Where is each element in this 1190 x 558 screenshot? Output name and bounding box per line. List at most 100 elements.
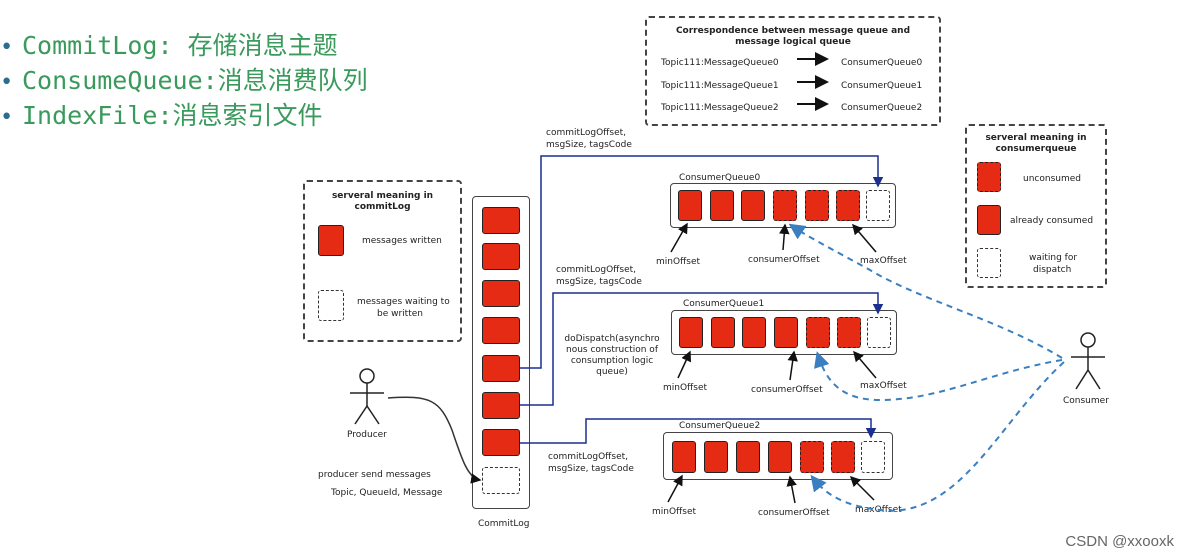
queue1-consumeroffset-label: consumerOffset <box>751 385 823 395</box>
queue0-consumed-item <box>710 190 734 221</box>
bullet-dot-icon: • <box>0 105 14 130</box>
queue1-consumed-item <box>711 317 735 348</box>
queue2-consumeroffset-label: consumerOffset <box>758 508 830 518</box>
dispatch-text: doDispatch(asynchro nous construction of… <box>564 334 660 377</box>
commitlog-message <box>482 429 520 456</box>
dispatch-line-queue1 <box>520 292 884 406</box>
queue0-unconsumed-item <box>836 190 860 221</box>
queue2-consumeroffset-arrow <box>786 475 797 504</box>
queue2-consumed-item <box>672 441 696 473</box>
queue1-consumed-item <box>774 317 798 348</box>
commitlog-label: CommitLog <box>478 519 530 529</box>
corr-from-1: Topic111:MessageQueue1 <box>661 81 779 91</box>
commitlog-message <box>482 243 520 270</box>
queue1-consumed-item <box>742 317 766 348</box>
queue2-info-2: msgSize, tagsCode <box>548 464 634 474</box>
commitlog-legend-title-1: serveral meaning in <box>331 191 434 201</box>
queue1-unconsumed-item <box>806 317 830 348</box>
queue0-unconsumed-item <box>773 190 797 221</box>
correspondence-title-2: message logical queue <box>735 37 851 47</box>
queue2-consumed-item <box>736 441 760 473</box>
cq-legend-title-2: consumerqueue <box>995 144 1077 154</box>
bullet-commitlog: •CommitLog: 存储消息主题 <box>0 31 338 60</box>
queue2-minoffset-label: minOffset <box>652 507 697 517</box>
commitlog-message <box>482 355 520 382</box>
cq-legend-waiting-label-2: dispatch <box>1033 265 1072 275</box>
queue2-info-1: commitLogOffset, <box>548 452 628 462</box>
corr-to-2: ConsumerQueue2 <box>841 103 923 113</box>
queue1-minoffset-arrow <box>677 350 691 379</box>
queue1-minoffset-label: minOffset <box>663 383 708 393</box>
bullet-consumequeue: •ConsumeQueue:消息消费队列 <box>0 66 368 95</box>
queue1-info-1: commitLogOffset, <box>556 265 636 275</box>
queue2-consumed-item <box>704 441 728 473</box>
legend-waiting-label-1: messages waiting to <box>357 297 450 307</box>
cq-legend-unconsumed-swatch <box>977 162 1001 192</box>
commitlog-message <box>482 392 520 419</box>
queue2-waiting-slot <box>861 441 885 473</box>
cq-legend-title-1: serveral meaning in <box>985 133 1087 143</box>
correspondence-box: Correspondence between message queue and… <box>645 16 941 126</box>
queue2-unconsumed-item <box>800 441 824 473</box>
queue0-waiting-slot <box>866 190 890 221</box>
queue0-minoffset-label: minOffset <box>656 257 701 267</box>
queue2-maxoffset-arrow <box>849 475 875 501</box>
bullet-indexfile: •IndexFile:消息索引文件 <box>0 101 323 130</box>
commitlog-message <box>482 280 520 307</box>
producer-send-2: Topic, QueueId, Message <box>331 488 443 498</box>
cq-legend-consumed-swatch <box>977 205 1001 235</box>
legend-waiting-swatch <box>318 290 344 321</box>
corr-from-0: Topic111:MessageQueue0 <box>661 58 779 68</box>
commitlog-pending-slot <box>482 467 520 494</box>
commitlog-message <box>482 207 520 234</box>
queue2-unconsumed-item <box>831 441 855 473</box>
queue0-consumeroffset-arrow <box>779 223 790 251</box>
corr-to-0: ConsumerQueue0 <box>841 58 923 68</box>
queue1-maxoffset-arrow <box>853 350 877 379</box>
cq-legend-waiting-swatch <box>977 248 1001 278</box>
commitlog-legend-title-2: commitLog <box>354 202 411 212</box>
queue1-consumed-item <box>679 317 703 348</box>
queue1-consumeroffset-arrow <box>787 350 798 381</box>
queue1-maxoffset-label: maxOffset <box>860 381 907 391</box>
bullet-dot-icon: • <box>0 35 14 60</box>
commitlog-legend-box: serveral meaning in commitLog messages w… <box>303 180 462 342</box>
cq-legend-unconsumed-label: unconsumed <box>1023 174 1081 184</box>
consumer-line-queue1 <box>814 351 1063 402</box>
queue0-maxoffset-arrow <box>852 223 877 253</box>
queue0-consumed-item <box>741 190 765 221</box>
queue0-name: ConsumerQueue0 <box>679 173 761 183</box>
queue0-consumeroffset-label: consumerOffset <box>748 255 820 265</box>
legend-written-label: messages written <box>362 236 442 246</box>
commitlog-message <box>482 317 520 344</box>
cq-legend-waiting-label-1: waiting for <box>1029 253 1078 263</box>
corr-from-2: Topic111:MessageQueue2 <box>661 103 779 113</box>
consumer-label: Consumer <box>1063 396 1109 406</box>
queue0-info-2: msgSize, tagsCode <box>546 140 632 150</box>
queue0-unconsumed-item <box>805 190 829 221</box>
queue1-unconsumed-item <box>837 317 861 348</box>
legend-written-swatch <box>318 225 344 256</box>
queue2-name: ConsumerQueue2 <box>679 421 761 431</box>
producer-send-line <box>387 396 482 484</box>
producer-send-1: producer send messages <box>318 470 431 480</box>
consumerqueue-legend-box: serveral meaning in consumerqueue uncons… <box>965 124 1107 288</box>
queue1-info-2: msgSize, tagsCode <box>556 277 642 287</box>
producer-label: Producer <box>347 430 387 440</box>
cq-legend-consumed-label: already consumed <box>1010 216 1094 226</box>
dispatch-line-queue2 <box>520 418 877 444</box>
queue2-consumed-item <box>768 441 792 473</box>
queue0-consumed-item <box>678 190 702 221</box>
consumer-line-queue2 <box>810 361 1065 512</box>
queue0-info-1: commitLogOffset, <box>546 128 626 138</box>
watermark: CSDN @xxooxk <box>1065 533 1174 550</box>
queue1-waiting-slot <box>867 317 891 348</box>
corr-to-1: ConsumerQueue1 <box>841 81 923 91</box>
queue0-minoffset-arrow <box>670 222 688 253</box>
correspondence-title-1: Correspondence between message queue and <box>675 26 911 36</box>
bullet-dot-icon: • <box>0 70 14 95</box>
dispatch-line-queue0 <box>520 155 884 369</box>
consumer-figure <box>1071 332 1105 390</box>
queue1-name: ConsumerQueue1 <box>683 299 765 309</box>
